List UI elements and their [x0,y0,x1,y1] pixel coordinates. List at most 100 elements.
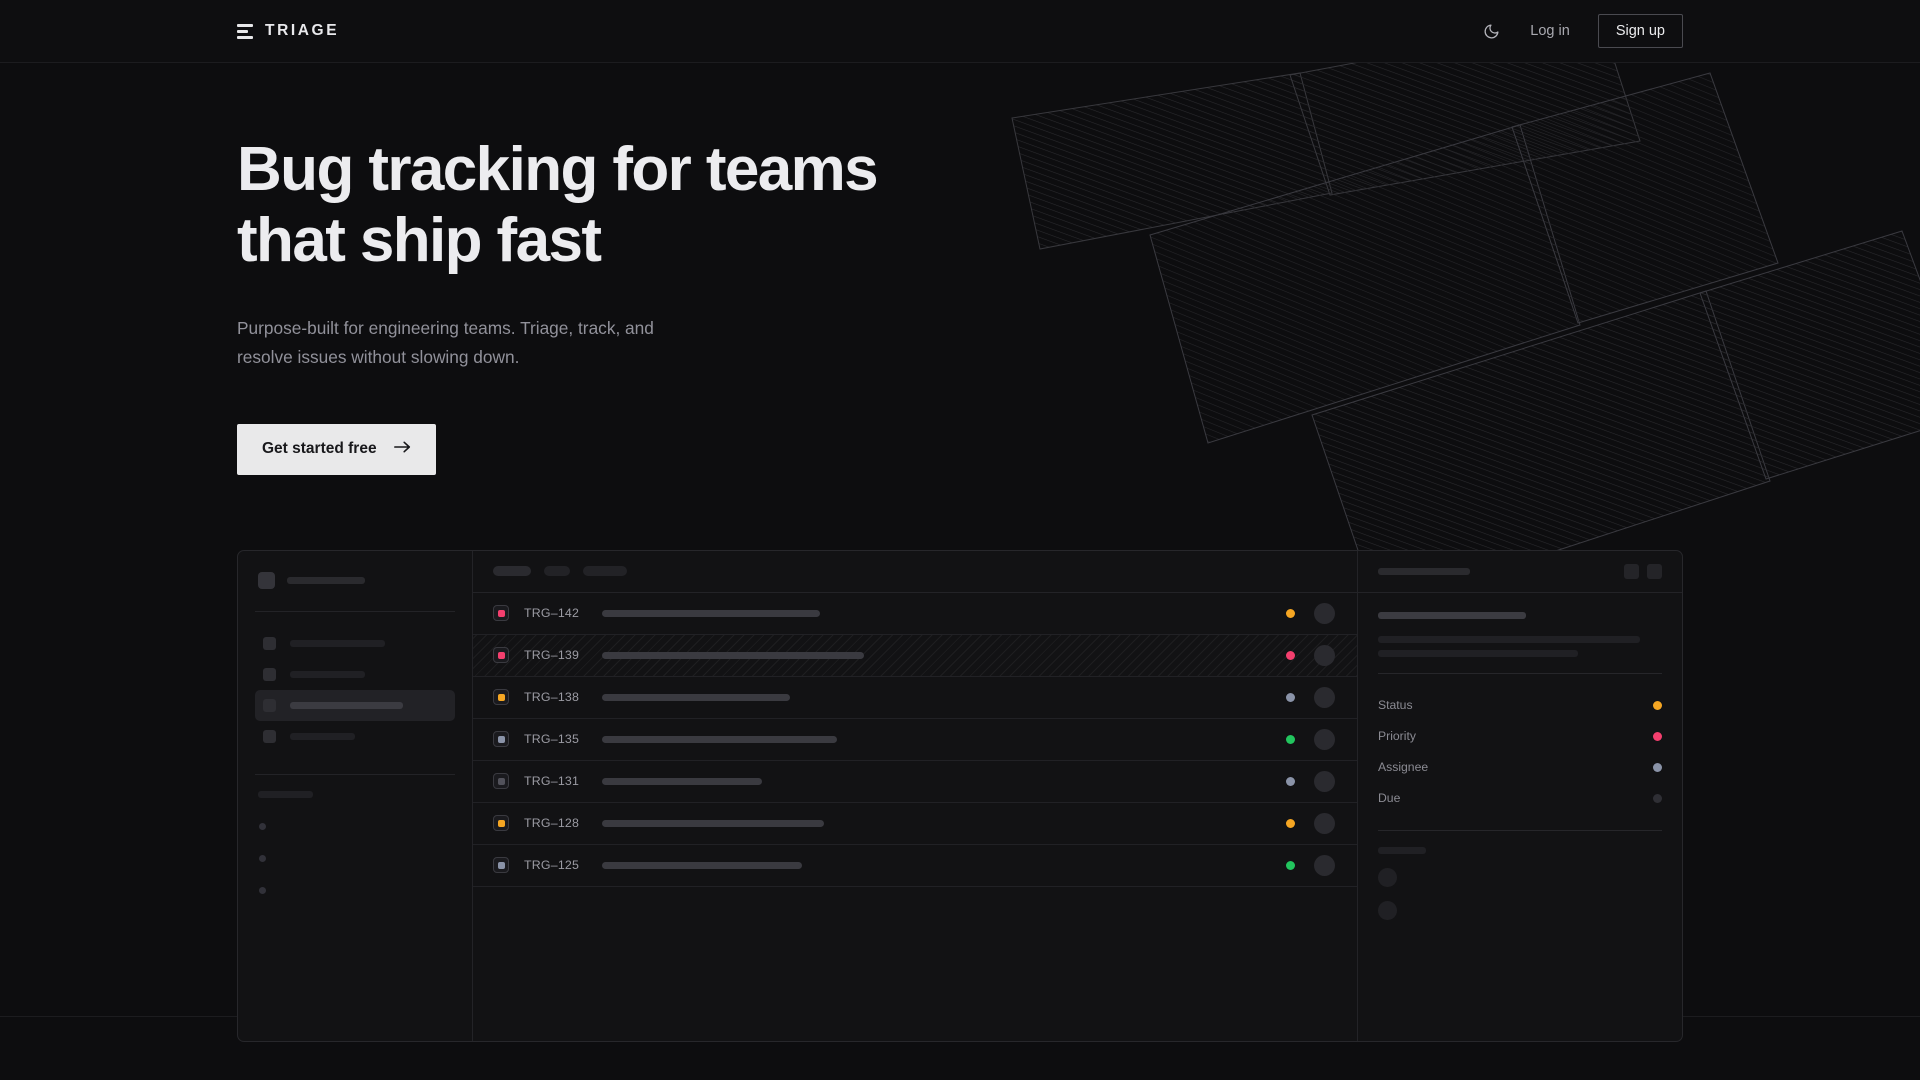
detail-meta-label: Priority [1378,729,1416,744]
table-row[interactable]: TRG–128 [473,803,1357,845]
sidebar-item-1-label [290,639,385,647]
detail-divider-1 [1378,672,1662,674]
issue-id: TRG–128 [524,816,580,831]
top-navbar: TRIAGE Log in Sign up [0,0,1920,63]
table-row[interactable]: TRG–142 [473,593,1357,635]
detail-meta-label: Due [1378,791,1401,806]
sidebar-item-3-icon [263,698,276,712]
arrow-right-icon [393,440,411,459]
avatar[interactable] [1314,854,1335,876]
avatar[interactable] [1314,686,1335,708]
priority-badge-icon [493,605,509,622]
table-row[interactable]: TRG–131 [473,761,1357,803]
view-chip[interactable] [583,566,627,577]
table-row[interactable]: TRG–138 [473,677,1357,719]
sidebar-item-1-icon [263,636,276,650]
detail-meta-value-dot [1653,793,1662,803]
detail-action-2-button[interactable] [1647,563,1662,579]
issue-id: TRG–138 [524,690,580,705]
moon-icon[interactable] [1480,20,1502,42]
sidebar-mini-dot-3[interactable] [259,886,266,894]
sidebar-divider-bottom [255,773,455,775]
issue-title-placeholder [602,693,790,701]
detail-meta-row[interactable]: Due [1378,783,1662,814]
issue-title-placeholder [602,777,762,785]
table-row[interactable]: TRG–125 [473,845,1357,887]
status-badge [1286,818,1295,828]
sort-chip[interactable] [544,566,570,577]
mockup-sidebar [238,550,473,1041]
issue-id: TRG–135 [524,732,580,747]
headline-line-1: Bug tracking for teams [237,135,879,204]
sidebar-item-4[interactable] [255,721,455,752]
sidebar-divider-top [255,610,455,612]
detail-panel-header [1358,551,1682,593]
detail-meta-value-dot [1653,700,1662,710]
table-row[interactable]: TRG–135 [473,719,1357,761]
sidebar-item-1[interactable] [255,628,455,659]
avatar[interactable] [1314,644,1335,666]
hero-stage: Bug tracking for teams that ship fast Pu… [0,63,1920,1080]
sidebar-item-3-label [290,701,403,709]
brand-logo[interactable]: TRIAGE [237,22,339,40]
sidebar-item-3-active[interactable] [255,689,455,721]
subtitle-line-2: resolve issues without slowing down. [237,346,520,367]
get-started-button[interactable]: Get started free [237,423,436,475]
issue-title-placeholder [602,609,820,617]
mockup-brand-icon [258,571,275,589]
mockup-nav-list [255,628,455,752]
issue-id: TRG–139 [524,648,580,663]
avatar[interactable] [1314,728,1335,750]
activity-section-label [1378,846,1426,854]
filter-chip[interactable] [493,566,531,577]
priority-badge-icon [493,647,509,664]
detail-summary-line-2 [1378,649,1578,657]
issue-list-toolbar [473,551,1357,593]
mockup-sidebar-brand [255,569,455,589]
issue-id: TRG–125 [524,858,580,873]
issue-id: TRG–131 [524,774,580,789]
issue-id: TRG–142 [524,606,580,621]
issue-title-placeholder [602,651,864,659]
signup-button[interactable]: Sign up [1597,14,1683,48]
sidebar-item-2[interactable] [255,659,455,690]
avatar[interactable] [1314,602,1335,624]
login-link[interactable]: Log in [1530,23,1570,39]
stacked-bars-logo-icon [237,23,253,39]
page-title: Bug tracking for teams that ship fast [237,135,937,276]
detail-meta-row[interactable]: Priority [1378,721,1662,752]
status-badge [1286,860,1295,870]
status-badge [1286,776,1295,786]
status-badge [1286,608,1295,618]
sidebar-item-2-label [290,670,365,678]
get-started-label: Get started free [262,440,377,458]
detail-meta-row[interactable]: Status [1378,690,1662,721]
avatar[interactable] [1314,770,1335,792]
detail-summary-line-1 [1378,635,1640,643]
sidebar-item-2-icon [263,667,276,681]
issue-title-placeholder [602,819,824,827]
table-row[interactable]: TRG–139 [473,634,1357,677]
headline-line-2: that ship fast [237,205,602,275]
priority-badge-icon [493,731,509,748]
priority-badge-icon [493,689,509,706]
detail-meta-value-dot [1653,762,1662,772]
status-badge [1286,692,1295,702]
brand-name: TRIAGE [265,22,340,39]
sidebar-mini-dot-1[interactable] [259,822,266,830]
sidebar-mini-dot-2[interactable] [259,854,266,862]
detail-divider-2 [1378,829,1662,831]
detail-meta-row[interactable]: Assignee [1378,752,1662,783]
issue-title-placeholder [602,735,837,743]
avatar[interactable] [1314,812,1335,834]
priority-badge-icon [493,773,509,790]
detail-action-1-button[interactable] [1624,563,1639,579]
hero-subtitle: Purpose-built for engineering teams. Tri… [237,314,717,370]
sidebar-item-4-icon [263,729,276,743]
subtitle-line-1: Purpose-built for engineering teams. Tri… [237,318,654,339]
detail-meta-label: Status [1378,698,1413,713]
